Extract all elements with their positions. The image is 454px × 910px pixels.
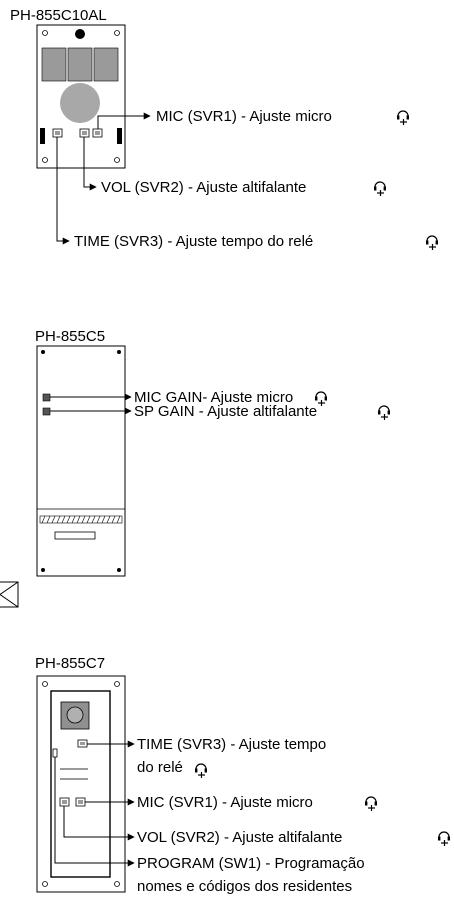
trimmer-fill [95, 131, 100, 135]
screw-icon [117, 568, 121, 572]
camera-module [60, 701, 90, 730]
screw-icon [41, 568, 45, 572]
separator-bar [60, 768, 88, 770]
screw-icon [114, 681, 120, 687]
call-button-2 [67, 47, 93, 82]
callout-time-c7: TIME (SVR3) - Ajuste tempo [137, 736, 326, 753]
headset-icon [396, 110, 410, 125]
terminal-block [39, 515, 123, 524]
model-title-c7: PH-855C7 [35, 655, 105, 672]
screw-icon [114, 881, 120, 887]
camera-lens-icon [66, 706, 84, 724]
side-contact [117, 128, 122, 144]
headset-icon [377, 405, 391, 420]
model-title-c5: PH-855C5 [35, 328, 105, 345]
model-title-c10al: PH-855C10AL [10, 7, 107, 24]
c5-faceplate [36, 345, 126, 577]
headset-icon [364, 796, 378, 811]
callout-vol-svr2: VOL (SVR2) - Ajuste altifalante [101, 179, 306, 196]
trimmer-fill [80, 742, 85, 745]
trimmer-fill [82, 131, 87, 135]
callout-time-c7-line2: do relé [137, 759, 183, 776]
screw-icon [114, 30, 120, 36]
headset-icon [194, 763, 208, 778]
screw-icon [41, 350, 45, 354]
screw-icon [114, 157, 120, 163]
trimmer-fill [55, 131, 60, 135]
panel-ph855c7: PH-855C7 TIME (SVR3) - Ajuste tempo do r… [35, 655, 451, 895]
screw-icon [42, 881, 48, 887]
leader-program-c7 [54, 757, 135, 867]
trimmer-fill [78, 800, 83, 804]
headset-icon [373, 181, 387, 196]
speaker-grille-icon [60, 83, 100, 123]
terminal-screws [41, 515, 121, 524]
trimmer-fill [62, 800, 67, 804]
leader-time [56, 137, 70, 245]
panel-ph855c10al: PH-855C10AL MIC (SVR1) - Ajuste micro VO… [10, 7, 439, 250]
screw-icon [42, 157, 48, 163]
callout-sp-gain: SP GAIN - Ajuste altifalante [134, 403, 317, 420]
headset-icon [425, 235, 439, 250]
callout-program-c7: PROGRAM (SW1) - Programação [137, 855, 365, 872]
call-button-1 [41, 47, 67, 82]
screw-icon [42, 30, 48, 36]
screw-icon [42, 681, 48, 687]
trimmer-mic-gain [42, 393, 51, 402]
connector-slot [54, 531, 96, 540]
callout-time-svr3: TIME (SVR3) - Ajuste tempo do relé [74, 233, 313, 250]
headset-icon [437, 831, 451, 846]
callout-program-c7-line2: nomes e códigos dos residentes [137, 878, 352, 895]
panel-ph855c5: PH-855C5 MIC GAIN- Ajuste micro SP GAIN … [0, 328, 391, 608]
side-contact [40, 128, 45, 144]
camera-lens-icon [75, 29, 85, 39]
callout-vol-c7: VOL (SVR2) - Ajuste altifalante [137, 829, 342, 846]
call-button-3 [93, 47, 119, 82]
leader-vol [83, 137, 97, 191]
screw-icon [117, 350, 121, 354]
leader-vol-c7 [63, 806, 135, 841]
separator-bar [60, 778, 88, 780]
callout-mic-gain: MIC GAIN- Ajuste micro [134, 389, 293, 406]
callout-mic-svr1: MIC (SVR1) - Ajuste micro [156, 108, 332, 125]
leader-mic [97, 112, 151, 129]
cropped-symbol [0, 581, 19, 608]
callout-mic-c7: MIC (SVR1) - Ajuste micro [137, 794, 313, 811]
trimmer-sp-gain [42, 407, 51, 416]
switch-sw1 [52, 748, 58, 758]
